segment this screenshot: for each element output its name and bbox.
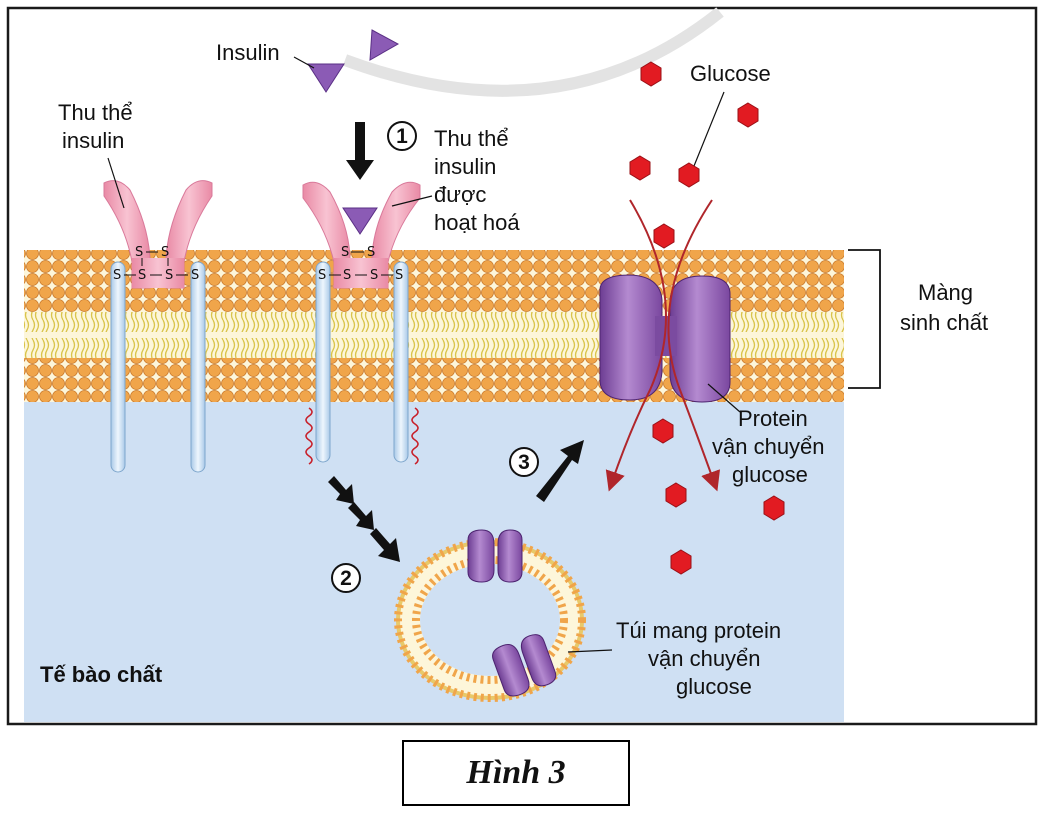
disulfide-s: S: [161, 245, 169, 260]
glucose-molecule: [670, 549, 692, 575]
figure-caption-box: Hình 3: [402, 740, 630, 806]
disulfide-s: S: [113, 268, 121, 283]
vesicle-transporter: [492, 634, 557, 697]
disulfide-s: S: [318, 268, 326, 283]
glucose-molecule: [652, 418, 674, 444]
glucose-molecule: [653, 223, 675, 249]
disulfide-s: S: [138, 268, 146, 283]
glucose-molecule: [763, 495, 785, 521]
vesicle-label-line1: Túi mang protein: [616, 618, 781, 643]
membrane-label-line1: Màng: [918, 280, 973, 305]
disulfide-s: S: [370, 268, 378, 283]
vesicle-label-line2: vận chuyển: [648, 646, 761, 671]
glucose-molecule: [665, 482, 687, 508]
vesicle-leader: [567, 649, 613, 653]
glucose-flow-arrow: [605, 199, 667, 492]
glucose-molecule: [737, 102, 759, 128]
membrane-bracket: [848, 249, 881, 389]
step3-arrow: [536, 440, 584, 502]
disulfide-s: S: [165, 268, 173, 283]
step1-arrow: [346, 122, 374, 180]
vesicle-transporter: [467, 529, 523, 583]
active-receptor-label-line4: hoạt hoá: [434, 210, 520, 235]
transporter-leader: [707, 383, 741, 413]
insulin-molecule: [307, 63, 345, 93]
receptor-label-line2: insulin: [62, 128, 124, 153]
svg-text:3: 3: [518, 451, 530, 474]
active-receptor-label-line2: insulin: [434, 154, 496, 179]
figure-caption: Hình 3: [466, 754, 566, 791]
active-receptor-label-line3: được: [434, 182, 486, 207]
receptor-leader: [107, 157, 125, 209]
step-2-badge: 2: [331, 563, 361, 593]
disulfide-s: S: [135, 245, 143, 260]
transporter-label-line1: Protein: [738, 406, 808, 431]
step-1-badge: 1: [387, 121, 417, 151]
disulfide-s: S: [341, 245, 349, 260]
vesicle-label-line3: glucose: [676, 674, 752, 699]
insulin-receptor-inactive: S S S S S S: [103, 180, 213, 473]
active-receptor-label-line1: Thu thể: [434, 126, 509, 151]
insulin-label: Insulin: [216, 40, 280, 65]
glucose-leader: [693, 91, 725, 167]
glucose-transporter: [599, 274, 731, 403]
step-3-badge: 3: [509, 447, 539, 477]
transporter-label-line3: glucose: [732, 462, 808, 487]
receptor-label-line1: Thu thể: [58, 100, 133, 125]
svg-text:2: 2: [340, 567, 352, 590]
insulin-molecule: [369, 29, 400, 61]
svg-text:1: 1: [396, 125, 408, 148]
disulfide-s: S: [343, 268, 351, 283]
membrane-label-line2: sinh chất: [900, 310, 988, 335]
decorative-arc: [342, 7, 724, 97]
insulin-leader: [293, 56, 315, 69]
transporter-label-line2: vận chuyển: [712, 434, 825, 459]
glucose-molecule: [629, 155, 651, 181]
disulfide-s: S: [367, 245, 375, 260]
step2-arrow: [328, 476, 400, 562]
glucose-label: Glucose: [690, 61, 771, 86]
glucose-molecule: [640, 61, 662, 87]
active-receptor-leader: [391, 195, 433, 207]
cytoplasm-label: Tế bào chất: [40, 662, 163, 687]
disulfide-s: S: [395, 268, 403, 283]
insulin-receptor-activated: S S S S S S: [302, 181, 421, 465]
glucose-molecule: [678, 162, 700, 188]
transport-vesicle: [394, 529, 586, 702]
disulfide-s: S: [191, 268, 199, 283]
glucose-flow-arrow: [667, 199, 721, 492]
